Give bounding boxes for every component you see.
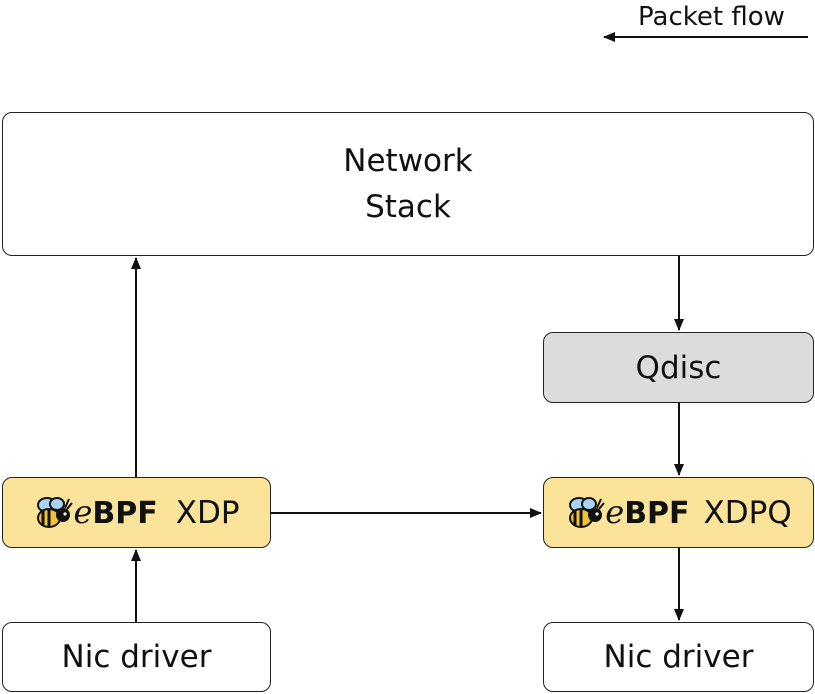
ebpf-e: e [73,492,93,531]
xdpq-label: XDPQ [703,494,792,531]
network-stack-line1: Network [343,143,473,179]
ebpf-wordmark: e BPF [73,495,157,531]
nic-driver-right-box: Nic driver [543,622,814,692]
ebpf-wordmark: e BPF [605,495,689,531]
network-stack-line2: Stack [365,189,451,225]
qdisc-label: Qdisc [635,349,722,386]
qdisc-box: Qdisc [543,332,814,403]
xdp-box: e BPF XDP [2,477,271,548]
ebpf-bpf: BPF [624,495,690,531]
xdp-label: XDP [175,494,240,531]
bee-icon [569,496,606,528]
ebpf-bpf: BPF [92,495,158,531]
xdpq-content: e BPF XDPQ [565,490,792,536]
ebpf-logo: e BPF [565,493,690,533]
bee-icon [37,496,74,528]
network-stack-label: Network Stack [343,138,472,230]
ebpf-logo: e BPF [33,493,158,533]
xdp-content: e BPF XDP [33,490,240,536]
nic-driver-left-box: Nic driver [2,622,271,692]
xdpq-box: e BPF XDPQ [543,477,814,548]
legend-label: Packet flow [638,2,785,32]
nic-driver-right-label: Nic driver [603,639,754,675]
network-stack-box: Network Stack [2,112,814,256]
nic-driver-left-label: Nic driver [61,639,212,675]
ebpf-e: e [605,492,625,531]
